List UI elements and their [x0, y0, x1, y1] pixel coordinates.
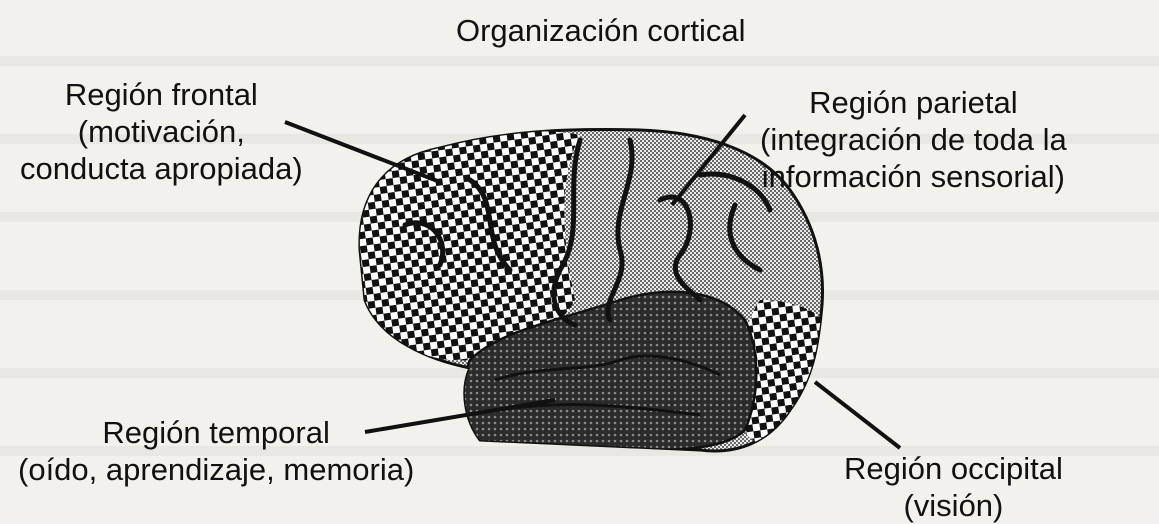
label-occipital-region: Región occipital (visión) [844, 450, 1063, 524]
parietal-desc-line1: (integración de toda la [760, 121, 1067, 158]
diagram-title: Organización cortical [456, 12, 745, 49]
temporal-desc-line1: (oído, aprendizaje, memoria) [18, 451, 414, 488]
label-frontal-region: Región frontal (motivación, conducta apr… [20, 76, 303, 187]
label-parietal-region: Región parietal (integración de toda la … [760, 84, 1067, 195]
parietal-name: Región parietal [760, 84, 1067, 121]
temporal-name: Región temporal [18, 414, 414, 451]
frontal-name: Región frontal [20, 76, 303, 113]
occipital-desc-line1: (visión) [844, 487, 1063, 524]
leader-frontal [285, 122, 440, 182]
frontal-desc-line1: (motivación, [20, 113, 303, 150]
leader-occipital [815, 382, 900, 448]
parietal-desc-line2: información sensorial) [760, 158, 1067, 195]
label-temporal-region: Región temporal (oído, aprendizaje, memo… [18, 414, 414, 488]
occipital-name: Región occipital [844, 450, 1063, 487]
frontal-desc-line2: conducta apropiada) [20, 150, 303, 187]
